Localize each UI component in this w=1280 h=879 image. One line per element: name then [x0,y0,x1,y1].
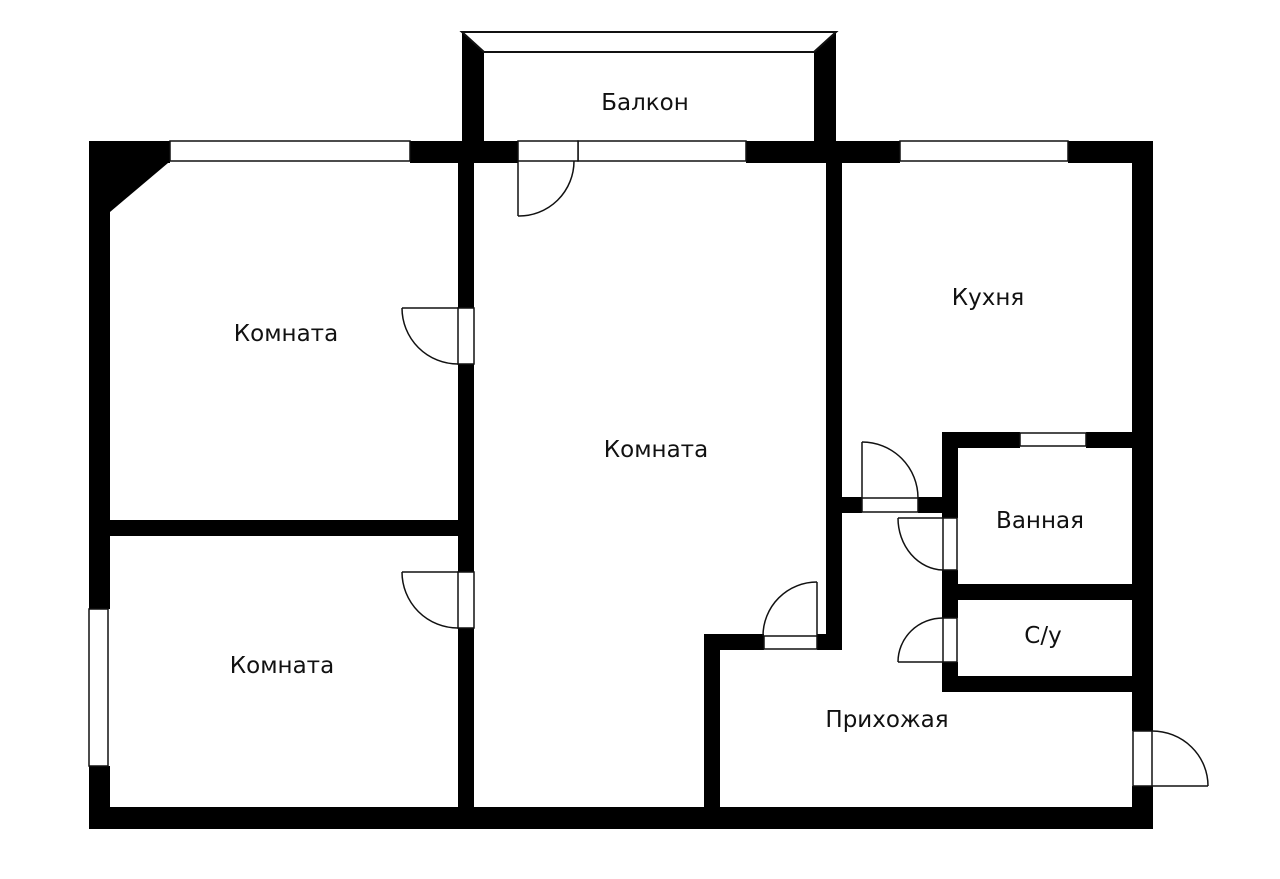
doors [401,140,1209,787]
partition-left-c [458,628,474,818]
window-left [88,608,109,767]
balcony-wall-left [462,32,484,163]
partition-notch-v [704,634,720,819]
outer-wall-right-lower [1132,786,1153,829]
window-top-middle [577,140,747,162]
door-room-bottom-left [401,571,475,629]
outer-wall-right-upper [1132,141,1153,731]
room-labels: Балкон Комната Комната Комната Кухня Ван… [230,90,1084,733]
label-room-middle: Комната [604,437,708,463]
label-balcony: Балкон [601,90,689,116]
corner-chamfer [110,163,168,212]
partition-kitchen-hall-2 [918,497,944,513]
walls [89,32,1153,829]
door-toilet [897,617,958,663]
windows [88,140,1087,767]
partition-left-a [458,160,474,308]
outer-wall-top-right [1068,141,1153,163]
door-room-middle [762,581,818,650]
bath-wall-left [942,432,958,518]
outer-wall-left-upper [89,141,110,609]
bath-toilet-divider [942,584,1136,600]
door-entrance [1132,730,1209,787]
partition-notch-h2 [817,634,842,650]
label-kitchen: Кухня [952,285,1024,311]
balcony-door [517,140,579,217]
partition-left-horizontal [108,520,468,536]
label-hallway: Прихожая [825,707,948,733]
partition-left-b [458,364,474,572]
bath-wall-top-b [1086,432,1136,448]
partition-right-upper [826,160,842,638]
toilet-wall-bottom [942,676,1136,692]
outer-wall-bottom [89,807,1153,829]
balcony-rail [459,31,839,53]
window-bath [1019,432,1087,447]
outer-wall-left-lower [89,766,110,829]
balcony-wall-right [814,32,836,163]
door-bathroom [897,517,958,571]
label-bathroom: Ванная [996,508,1084,534]
partition-kitchen-hall [842,497,862,513]
label-toilet: С/у [1024,623,1061,649]
window-top-left [169,140,411,162]
bath-wall-top-a [942,432,1020,448]
door-room-top-left [401,307,475,365]
door-kitchen [861,441,919,513]
label-room-bottom-left: Комната [230,653,334,679]
window-top-right [899,140,1069,162]
balcony [459,31,839,53]
label-room-top-left: Комната [234,321,338,347]
